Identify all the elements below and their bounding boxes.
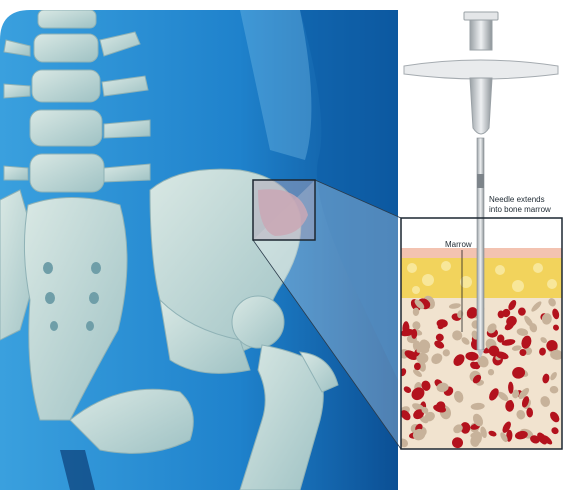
bone-marrow-cross-section [397,218,564,449]
needle-label-line1: Needle extends [489,195,563,205]
marrow-cell [518,308,526,316]
needle-label: Needle extends into bone marrow [489,195,563,215]
marrow-label: Marrow [445,240,472,250]
marrow-cell [470,432,480,439]
needle-label-line2: into bone marrow [489,205,563,215]
biopsy-site-box [253,180,315,240]
